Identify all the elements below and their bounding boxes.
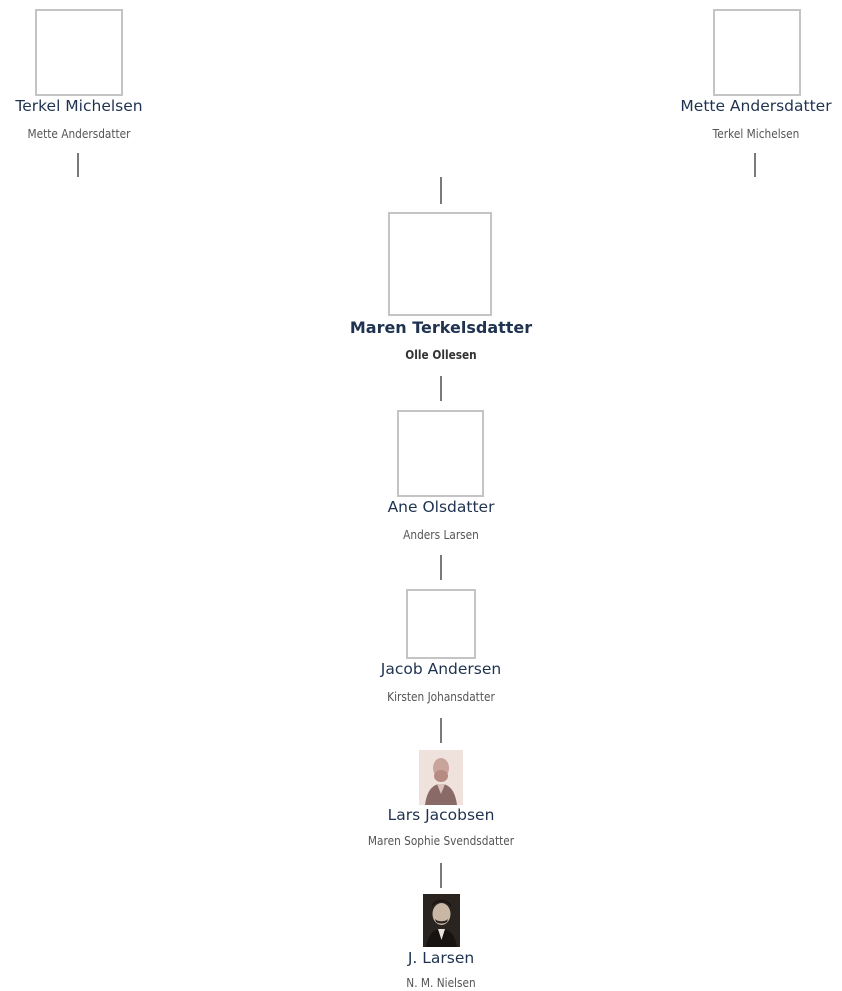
- person-name-link[interactable]: Terkel Michelsen: [15, 97, 143, 115]
- descendant-node[interactable]: Jacob Andersen Kirsten Johansdatter: [321, 588, 561, 713]
- spouse-name-link[interactable]: Terkel Michelsen: [712, 127, 800, 141]
- spouse-name-link[interactable]: Mette Andersdatter: [27, 127, 131, 141]
- person-name-link[interactable]: Ane Olsdatter: [387, 498, 495, 516]
- photo-placeholder-icon[interactable]: [406, 589, 476, 659]
- spouse-name-link[interactable]: Anders Larsen: [403, 528, 479, 542]
- person-name-link[interactable]: Mette Andersdatter: [680, 97, 832, 115]
- connector-line: [440, 555, 442, 580]
- spouse-name-link[interactable]: N. M. Nielsen: [406, 976, 476, 990]
- ancestor-node-left[interactable]: Terkel Michelsen Mette Andersdatter: [0, 0, 158, 150]
- connector-line: [77, 153, 79, 177]
- spouse-name-link[interactable]: Kirsten Johansdatter: [387, 690, 495, 704]
- spouse-name-link[interactable]: Maren Sophie Svendsdatter: [367, 834, 515, 848]
- portrait-photo-icon[interactable]: [419, 750, 463, 805]
- photo-placeholder-icon[interactable]: [388, 212, 492, 316]
- portrait-photo-icon[interactable]: [423, 894, 460, 947]
- connector-line: [440, 718, 442, 743]
- photo-placeholder-icon[interactable]: [397, 410, 484, 497]
- connector-line: [754, 153, 756, 177]
- person-name-link[interactable]: Maren Terkelsdatter: [349, 318, 533, 337]
- person-name-link[interactable]: Jacob Andersen: [380, 660, 502, 678]
- ancestor-node-right[interactable]: Mette Andersdatter Terkel Michelsen: [670, 0, 842, 150]
- portrait-dark-icon: [423, 894, 460, 947]
- focus-person-node[interactable]: Maren Terkelsdatter Olle Ollesen: [291, 210, 591, 370]
- person-name-link[interactable]: Lars Jacobsen: [387, 806, 495, 824]
- photo-placeholder-icon[interactable]: [713, 9, 801, 96]
- connector-line: [440, 863, 442, 888]
- descendant-node[interactable]: Ane Olsdatter Anders Larsen: [321, 408, 561, 548]
- connector-line: [440, 177, 442, 204]
- person-name-link[interactable]: J. Larsen: [407, 949, 475, 967]
- spouse-name-link[interactable]: Olle Ollesen: [405, 348, 477, 362]
- photo-placeholder-icon[interactable]: [35, 9, 123, 96]
- portrait-sepia-icon: [419, 750, 463, 805]
- connector-line: [440, 376, 442, 401]
- descendant-node[interactable]: J. Larsen N. M. Nielsen: [321, 894, 561, 991]
- descendant-node[interactable]: Lars Jacobsen Maren Sophie Svendsdatter: [291, 750, 591, 860]
